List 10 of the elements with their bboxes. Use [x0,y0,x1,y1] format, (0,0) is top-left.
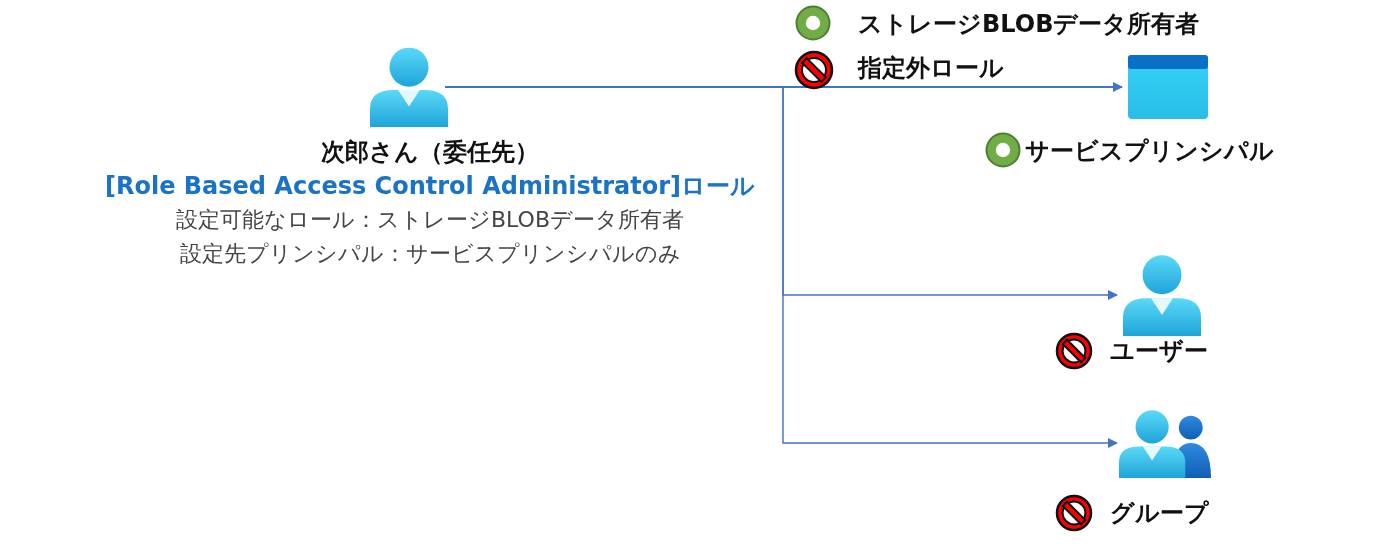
node-text: 設定可能なロール：ストレージBLOBデータ所有者 [175,206,685,234]
node-text: 設定先プリンシパル：サービスプリンシパルのみ [178,240,682,268]
node-title: サービスプリンシパル [1025,136,1274,167]
role-label: 指定外ロール [858,53,1004,84]
role-label: ストレージBLOBデータ所有者 [858,9,1200,40]
node-title: 次郎さん（委任先） [320,137,540,168]
node-text: [Role Based Access Control Administrator]ロール [103,171,756,202]
node-title: ユーザー [1110,336,1208,367]
node-title: グループ [1110,498,1209,529]
arrow [444,86,1118,448]
